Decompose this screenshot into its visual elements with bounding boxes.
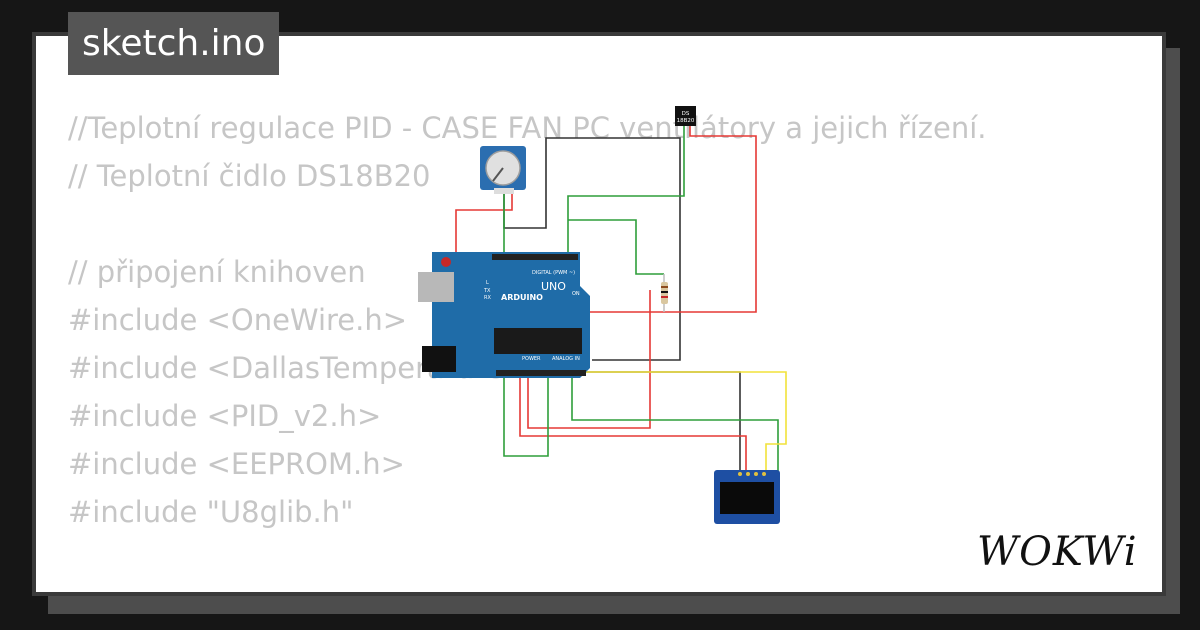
digital-label: DIGITAL (PWM ~) [532, 270, 575, 276]
preview-card: //Teplotní regulace PID - CASE FAN PC ve… [32, 32, 1166, 596]
wokwi-logo: WOKWi [977, 529, 1138, 575]
wire-green [567, 126, 685, 254]
sensor-label: 18B20 [677, 118, 695, 124]
digital-header [492, 254, 578, 260]
wire-red [519, 372, 747, 476]
analog-header [496, 370, 586, 376]
l-label: L [486, 280, 489, 286]
power-jack [422, 346, 456, 372]
code-line: //Teplotní regulace PID - CASE FAN PC ve… [68, 111, 987, 145]
potentiometer [480, 146, 526, 194]
on-label: ON [572, 291, 580, 297]
power-label: POWER [522, 356, 541, 362]
code-line: // připojení knihoven [68, 255, 366, 289]
sensor-label: DS [682, 111, 690, 117]
arduino-board: DIGITAL (PWM ~) ARDUINO UNO ON L TX RX P… [418, 252, 590, 378]
code-preview: //Teplotní regulace PID - CASE FAN PC ve… [68, 104, 987, 592]
analog-label: ANALOG IN [552, 356, 580, 362]
wire-green [571, 372, 779, 476]
rx-label: RX [484, 295, 491, 301]
wire-yellow [580, 371, 787, 476]
code-line: #include "U8glib.h" [68, 495, 354, 529]
code-line: // Teplotní čidlo DS18B20 [68, 159, 431, 193]
tx-label: TX [483, 288, 491, 294]
temperature-sensor: DS 18B20 [675, 106, 696, 126]
code-line: #include <PID_v2.h> [68, 399, 382, 433]
brand-label: ARDUINO [501, 293, 543, 302]
resistor [661, 274, 668, 312]
usb-port [418, 272, 454, 302]
code-line: #include <OneWire.h> [68, 303, 408, 337]
oled-screen [720, 482, 774, 514]
code-line: // Inicializace displeje [68, 584, 986, 592]
wire-red [455, 126, 757, 313]
wire-green [568, 219, 664, 275]
wire-red [527, 290, 651, 429]
wire-black [500, 371, 741, 476]
wires [455, 126, 787, 476]
file-tab[interactable]: sketch.ino [68, 12, 280, 75]
logo-text: WOKWi [977, 529, 1138, 575]
model-label: UNO [541, 280, 566, 293]
reset-button [441, 257, 451, 267]
code-line: #include <EEPROM.h> [68, 447, 405, 481]
oled-display [714, 470, 780, 524]
chip [494, 328, 582, 354]
